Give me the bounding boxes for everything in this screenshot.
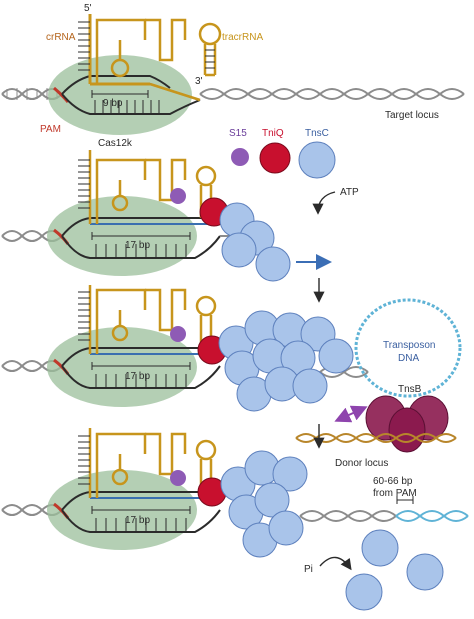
tnsb-protein — [365, 395, 449, 453]
target-dna-right — [199, 88, 465, 100]
crrna-strand — [78, 14, 201, 102]
nine-bp-label: 9 bp — [103, 98, 123, 109]
distance-label-1: 60-66 bp — [373, 476, 413, 487]
tracrrna-strand — [95, 18, 222, 84]
cas12k-protein — [48, 55, 192, 135]
tniq-label: TniQ — [262, 128, 284, 139]
bp17-label-1: 17 bp — [125, 240, 150, 251]
pam-label: PAM — [40, 124, 61, 135]
s15-label: S15 — [229, 128, 247, 139]
five-prime-label: 5' — [84, 3, 92, 14]
cas12k-label: Cas12k — [98, 138, 133, 149]
atp-label: ATP — [340, 187, 359, 198]
tnsc-protein — [298, 141, 336, 179]
inserted-transposon-dna — [395, 510, 469, 522]
transposon-label-1: Transposon — [383, 340, 435, 351]
tnsc-cluster-4 — [220, 450, 444, 611]
donor-locus-label: Donor locus — [335, 458, 388, 469]
nine-bp-bracket — [91, 90, 149, 98]
panel-1: 9 bp — [1, 3, 465, 215]
transposon-dna-ring — [354, 298, 462, 398]
transposon-label-2: DNA — [398, 353, 419, 364]
bp17-label-2: 17 bp — [125, 371, 150, 382]
hydrolysis-arrow — [319, 556, 352, 571]
s15-protein — [231, 148, 249, 166]
target-locus-label: Target locus — [385, 110, 439, 121]
atp-arrow — [312, 191, 336, 215]
tnsc-cluster-2 — [219, 202, 291, 282]
crrna-label: crRNA — [46, 32, 76, 43]
tnsc-label: TnsC — [305, 128, 329, 139]
tnsb-interaction-arrow — [334, 405, 368, 423]
tnsb-label: TnsB — [398, 384, 422, 395]
tniq-protein — [259, 142, 291, 174]
bp17-label-3: 17 bp — [125, 515, 150, 526]
tnsc-filament-3 — [218, 310, 354, 412]
panel-2: 17 bp — [1, 150, 332, 303]
three-prime-label: 3' — [195, 76, 203, 87]
panel-3: 17 bp — [1, 285, 462, 469]
tracrrna-label: tracrRNA — [222, 32, 263, 43]
distance-label-2: from PAM — [373, 488, 417, 499]
pi-label: Pi — [304, 564, 313, 575]
panel-4: 17 bp — [1, 428, 469, 611]
